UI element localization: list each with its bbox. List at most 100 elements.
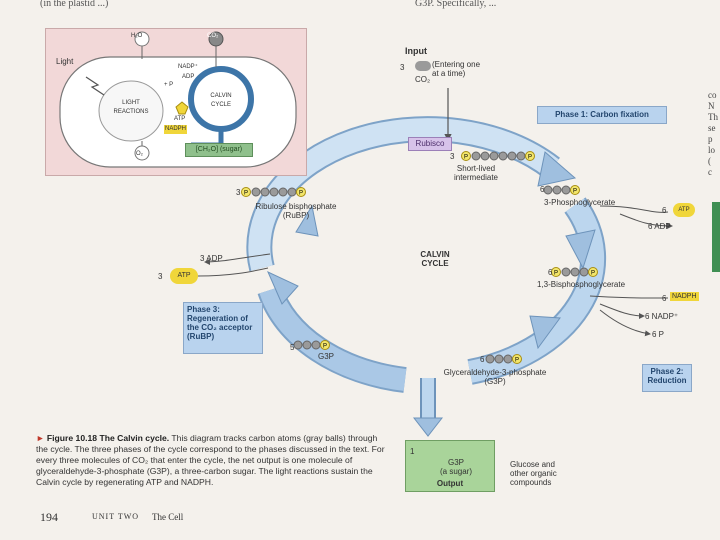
carbon-ball [561, 267, 571, 277]
atp-left-line [197, 267, 269, 277]
g3p-bottom-count: 6 [480, 355, 485, 364]
arrowhead-3 [529, 315, 561, 350]
page-number: 194 [40, 510, 58, 524]
inset-h2o: H₂O [131, 33, 143, 39]
inset-light: Light [56, 57, 74, 66]
adp-out-line [619, 213, 673, 229]
phosphate-tag [241, 187, 251, 197]
carbon-ball [489, 151, 499, 161]
carbon-ball [498, 151, 508, 161]
bisphosphoglycerate-label: 1,3-Bisphosphoglycerate [537, 280, 626, 289]
carbon-ball [302, 340, 312, 350]
carbon-ball [570, 267, 580, 277]
header-left: (in the plastid ...) [40, 0, 109, 9]
inset-light-reactions: LIGHT REACTIONS [113, 100, 149, 115]
carbon-ball [480, 151, 490, 161]
carbon-ball [507, 151, 517, 161]
rubp-count: 3 [236, 188, 241, 197]
nadp-right: 6 NADP⁺ [645, 312, 679, 321]
carbon-ball [543, 185, 553, 195]
phosphate-tag [588, 267, 598, 277]
inset-o2: O₂ [136, 151, 143, 157]
phosphate-letter: P [244, 191, 248, 197]
carbon-ball [503, 354, 513, 364]
intermediate-label: Short-lived intermediate [453, 164, 499, 182]
input-title: Input [405, 46, 427, 56]
carbon-ball [485, 354, 495, 364]
rubisco-label: Rubisco [408, 137, 452, 151]
carbon-ball [561, 185, 571, 195]
inset-adp: ADP [182, 74, 195, 80]
g3p-bottom-molecule: P [485, 354, 522, 364]
g3p-left-molecule: P [293, 340, 330, 350]
phosphate-letter: P [464, 155, 468, 161]
inset-atp-star [175, 101, 189, 115]
pi-right: 6 P [652, 330, 665, 339]
phosphate-tag [570, 185, 580, 195]
adp-left-line [204, 253, 271, 265]
carbon-ball [516, 151, 526, 161]
right-column-fragment: p [708, 134, 713, 144]
inset-calvin: CALVIN CYCLE [210, 93, 232, 108]
right-column-fragment: Th [708, 112, 718, 122]
atp-right-count: 6 [662, 206, 667, 215]
output-label: G3P (a sugar) [439, 458, 472, 476]
phosphate-letter: P [528, 155, 532, 161]
carbon-ball [260, 187, 270, 197]
carbon-ball [552, 185, 562, 195]
inset-sugar-box: [CH₂O] (sugar) [185, 143, 253, 157]
chapter-label: The Cell [152, 512, 184, 522]
arrowhead-2 [565, 229, 596, 270]
right-column-fragment: se [708, 123, 716, 133]
phosphoglycerate-molecule: P [543, 185, 580, 195]
phosphate-letter: P [299, 191, 303, 197]
atp-right-star: ATP [673, 203, 695, 217]
phase2-label: Phase 2: Reduction [642, 364, 692, 392]
carbon-ball [269, 187, 279, 197]
output-side: Glucose and other organic compounds [510, 460, 557, 487]
phosphate-letter: P [591, 271, 595, 277]
phosphate-tag [512, 354, 522, 364]
phosphate-letter: P [515, 358, 519, 364]
right-column-fragment: c [708, 167, 712, 177]
carbon-ball [471, 151, 481, 161]
phosphate-tag [551, 267, 561, 277]
input-co2: CO₂ [415, 75, 431, 84]
output-box: 1 G3P (a sugar) Output [405, 440, 495, 492]
right-column-fragment: N [708, 101, 715, 111]
phase1-label: Phase 1: Carbon fixation [537, 106, 667, 124]
phosphate-tag [296, 187, 306, 197]
phase3-label: Phase 3: Regeneration of the CO₂ accepto… [183, 302, 263, 354]
nadph-right-box: NADPH [670, 292, 699, 301]
g3p-left-count: 5 [290, 343, 295, 352]
header-right: G3P. Specifically, ... [415, 0, 497, 9]
phosphoglycerate-count: 6 [540, 185, 545, 194]
pi-out-line [599, 309, 651, 337]
arrowhead-5 [295, 204, 319, 237]
carbon-ball [278, 187, 288, 197]
phosphate-tag [461, 151, 471, 161]
carbon-ball [311, 340, 321, 350]
input-entering: (Entering one at a time) [432, 60, 481, 78]
figure-caption: ► Figure 10.18 The Calvin cycle. This di… [36, 433, 385, 487]
output-count: 1 [410, 447, 415, 456]
carbon-ball [293, 340, 303, 350]
carbon-ball [579, 267, 589, 277]
phosphate-letter: P [554, 271, 558, 277]
caption-title: The Calvin cycle. [99, 433, 170, 443]
h2o-bubble [134, 31, 150, 47]
bisphosphoglycerate-count: 6 [548, 268, 553, 277]
intermediate-count: 3 [450, 152, 455, 161]
phosphate-tag [320, 340, 330, 350]
g3p-bottom-label: Glyceraldehyde-3-phosphate (G3P) [443, 368, 547, 386]
rubp-label: Ribulose bisphosphate (RuBP) [255, 202, 337, 220]
phosphate-tag [525, 151, 535, 161]
molecules: PPPPPPPPPP [241, 151, 598, 453]
unit-label: UNIT TWO [92, 512, 140, 521]
nadph-right-count: 6 [662, 294, 667, 303]
g3p-left-label: G3P [318, 352, 335, 361]
right-column-fragment: lo [708, 145, 716, 155]
